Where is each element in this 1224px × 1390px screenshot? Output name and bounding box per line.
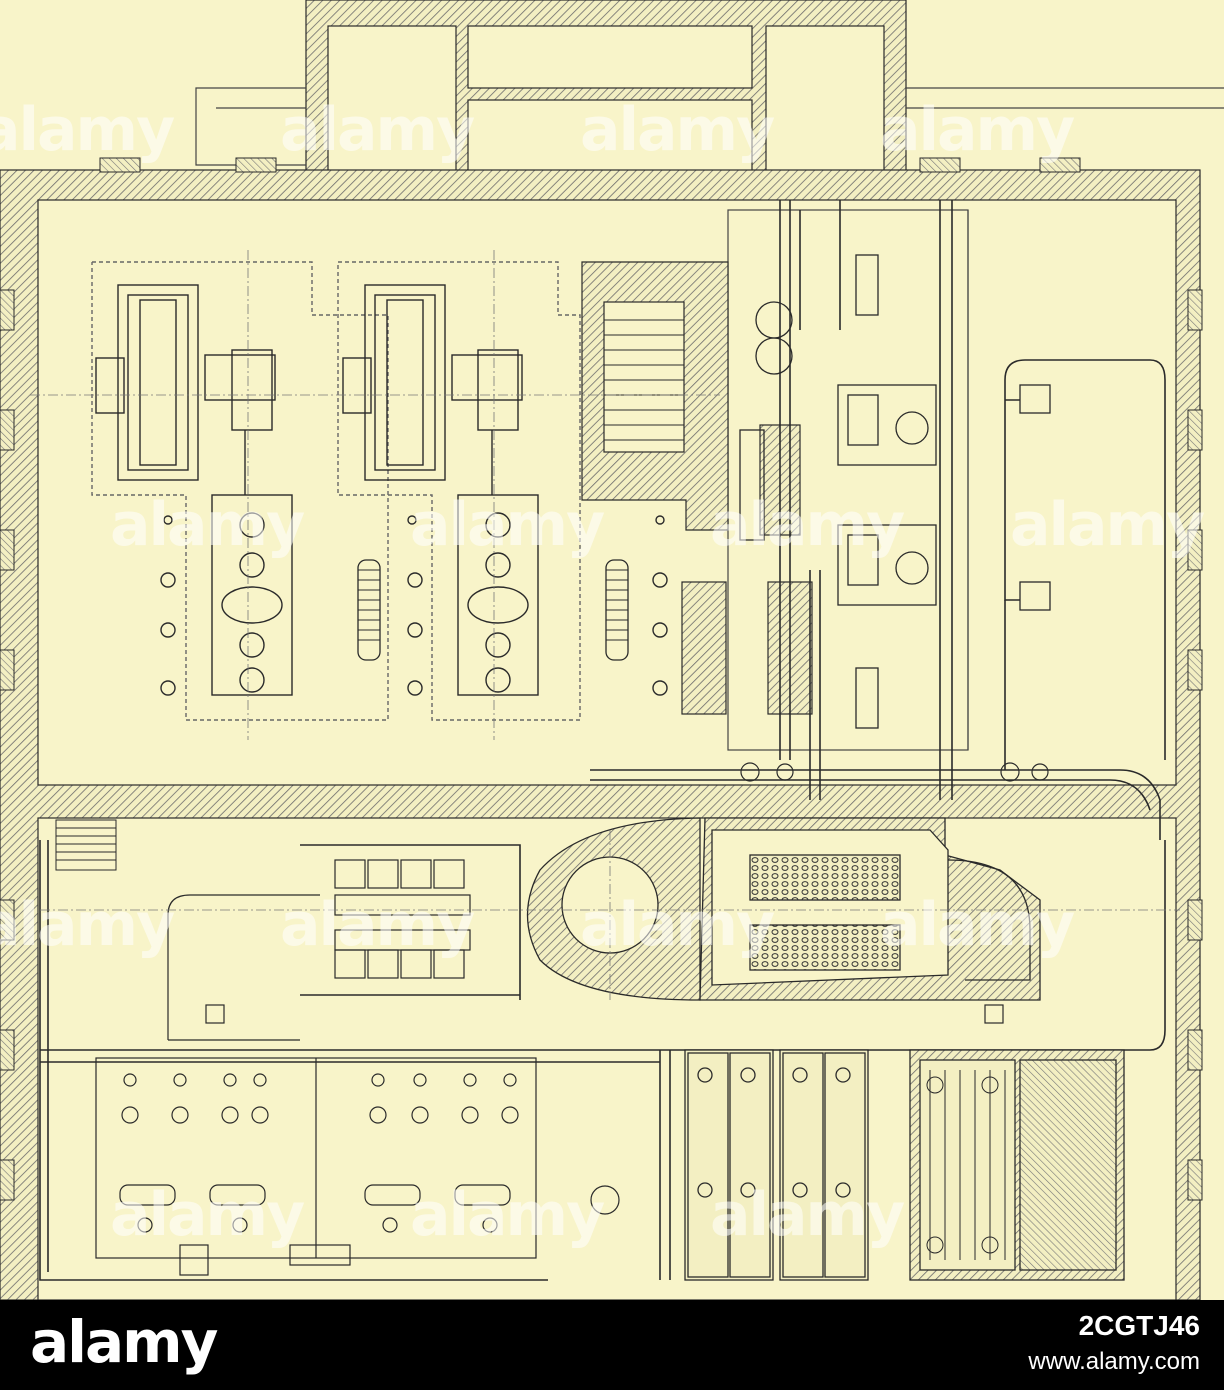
footer-meta: 2CGTJ46 www.alamy.com <box>1028 1310 1200 1376</box>
pumps <box>739 254 1051 729</box>
floor-plan-drawing <box>0 0 1224 1300</box>
economizer <box>699 817 1041 1001</box>
alamy-logo[interactable]: alamy <box>30 1308 218 1376</box>
engine-units <box>91 261 668 721</box>
site-url[interactable]: www.alamy.com <box>1028 1348 1200 1375</box>
footer-bar: alamy 2CGTJ46 www.alamy.com <box>0 1300 1224 1390</box>
image-id: 2CGTJ46 <box>1078 1310 1200 1341</box>
feed-water-heaters <box>167 859 1004 1041</box>
foundation-block <box>581 261 729 531</box>
pump-room <box>95 1057 620 1276</box>
logo-text: alamy <box>30 1308 218 1376</box>
boilers <box>684 1049 869 1281</box>
annex-walls <box>305 0 907 201</box>
